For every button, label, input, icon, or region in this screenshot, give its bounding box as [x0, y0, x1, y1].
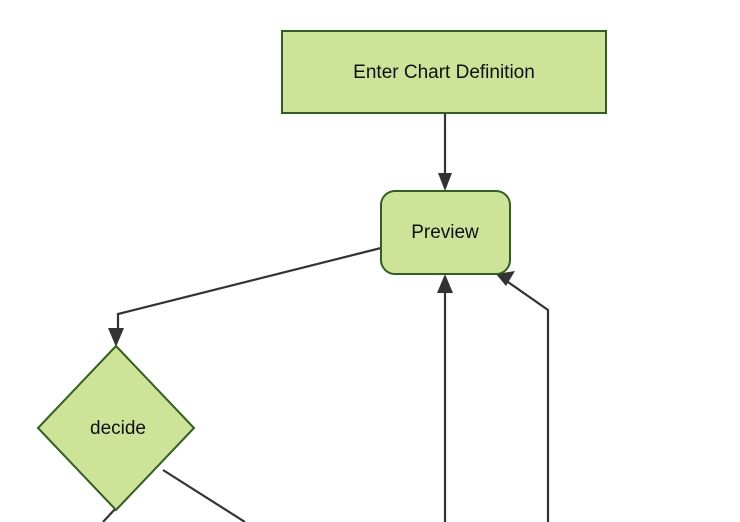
node-label-preview: Preview	[411, 222, 479, 243]
edge-decide-down-right	[162, 469, 246, 522]
node-enter-chart-definition[interactable]: Enter Chart Definition	[281, 30, 607, 114]
arrow-head-icon	[437, 274, 453, 293]
edge-layer	[102, 113, 550, 522]
node-decide[interactable]: decide	[36, 344, 196, 512]
edge-preview-to-decide	[108, 246, 382, 347]
arrow-head-icon	[496, 271, 515, 286]
node-label-enter-chart-definition: Enter Chart Definition	[353, 62, 535, 83]
node-label-decide: decide	[90, 418, 146, 439]
node-rectangle-shape	[281, 30, 607, 114]
node-rounded-rectangle-shape	[380, 190, 511, 275]
arrow-head-icon	[438, 173, 452, 191]
edge-line	[507, 281, 550, 522]
edge-decide-down-left	[102, 507, 117, 522]
node-diamond-shape	[36, 344, 196, 512]
node-preview[interactable]: Preview	[380, 190, 511, 275]
edge-line	[162, 469, 246, 522]
arrow-head-icon	[108, 328, 124, 347]
edge-line	[116, 246, 382, 333]
node-layer: Enter Chart Definition Preview decide	[36, 30, 607, 512]
edge-return-center-to-preview	[437, 274, 453, 522]
edge-enter-to-preview	[438, 113, 452, 191]
edge-return-right-to-preview	[496, 271, 550, 522]
edge-line	[102, 507, 117, 522]
